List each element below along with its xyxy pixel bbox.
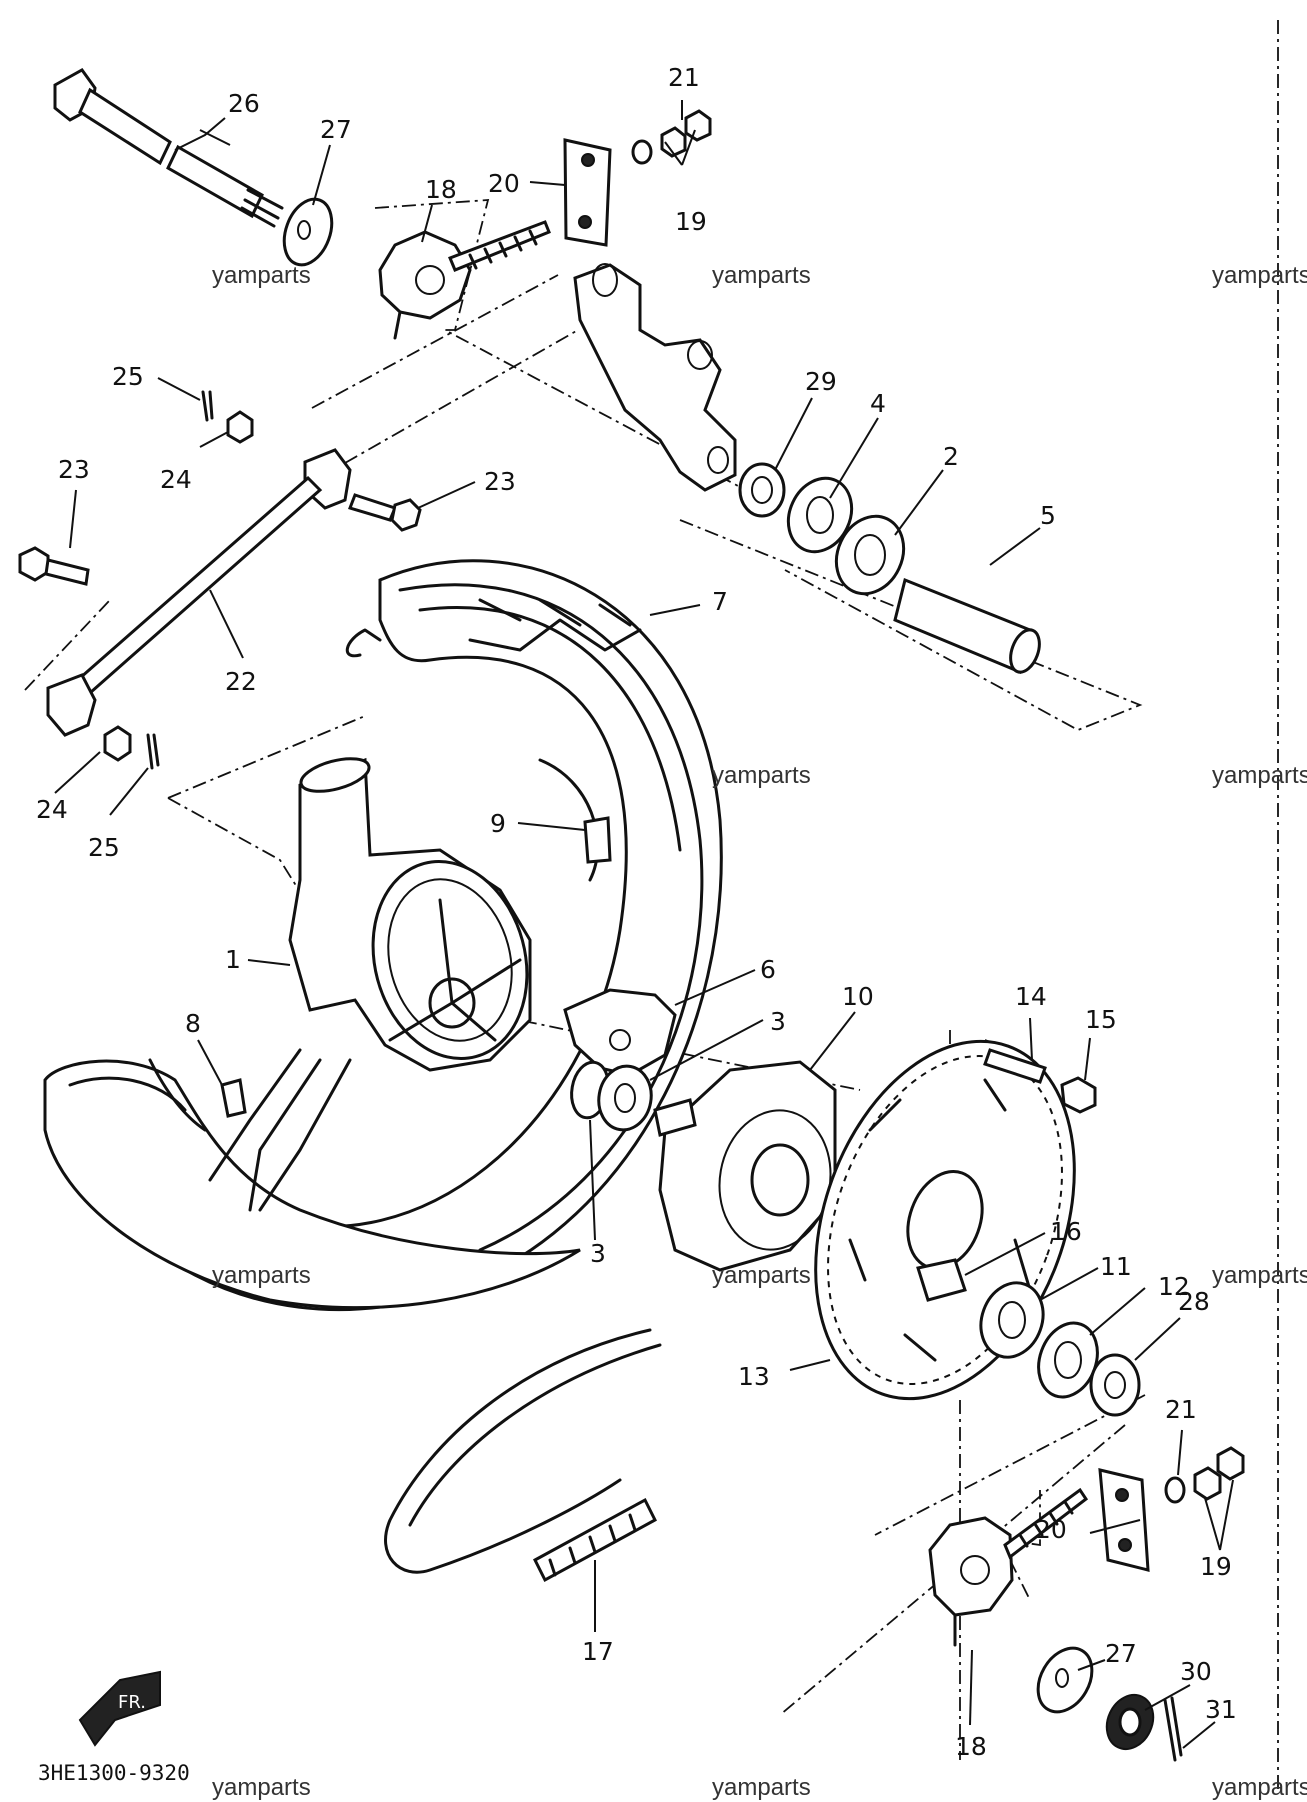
washer-27-bottom	[1036, 1646, 1094, 1714]
callout-labels: 26 27 18 20 21 19 25 24 23 23 22 24 25 2…	[36, 63, 1237, 1761]
collar-28	[1089, 1353, 1141, 1417]
nut-24-bottom	[103, 725, 132, 762]
stud-bolt-14	[983, 1048, 1047, 1084]
tire-section-front	[43, 1058, 581, 1310]
cotter-pin-25-top	[201, 390, 214, 422]
caliper-bracket	[573, 263, 737, 492]
callout-6: 6	[760, 955, 776, 984]
watermark-4: yamparts	[712, 762, 811, 789]
watermark-6: yamparts	[212, 1262, 311, 1289]
washer-nut-21-19-top	[631, 109, 712, 165]
torque-rod-22	[46, 448, 352, 737]
callout-31: 31	[1205, 1695, 1237, 1724]
watermark-7: yamparts	[712, 1262, 811, 1289]
callout-7: 7	[712, 587, 728, 616]
callout-25-bottom: 25	[88, 833, 120, 862]
leader-lines	[54, 100, 1234, 1749]
watermark-5: yamparts	[1212, 762, 1307, 789]
callout-27-top: 27	[320, 115, 352, 144]
watermark-8: yamparts	[1212, 1262, 1307, 1289]
sprocket-hub-10	[653, 1060, 837, 1272]
bearing-3-right	[597, 1064, 653, 1132]
callout-29: 29	[805, 367, 837, 396]
plate-20-top	[563, 138, 612, 247]
callout-1: 1	[225, 945, 241, 974]
chain-puller-18-top	[378, 220, 551, 340]
cotter-pin-25-bottom	[146, 733, 160, 770]
watermark-2: yamparts	[712, 262, 811, 289]
callout-3-right: 3	[770, 1007, 786, 1036]
callout-9: 9	[490, 809, 506, 838]
front-arrow-icon: FR.	[78, 1670, 161, 1747]
callout-12: 12	[1158, 1272, 1190, 1301]
callout-2: 2	[943, 442, 959, 471]
callout-23-left: 23	[58, 455, 90, 484]
callout-14: 14	[1015, 982, 1047, 1011]
callout-20-top: 20	[488, 169, 520, 198]
spacer-5	[893, 577, 1041, 675]
callout-30: 30	[1180, 1657, 1212, 1686]
balance-weight-8	[220, 1078, 247, 1118]
callout-21-bottom: 21	[1165, 1395, 1197, 1424]
callout-20-bottom: 20	[1035, 1515, 1067, 1544]
callout-19-bottom: 19	[1200, 1552, 1232, 1581]
watermark-1: yamparts	[212, 262, 311, 289]
collar-29	[738, 462, 786, 518]
bearing-2	[834, 514, 906, 596]
washer-nut-21-19-bottom	[1164, 1446, 1245, 1504]
callout-5: 5	[1040, 501, 1056, 530]
callout-18-top: 18	[425, 175, 457, 204]
bolt-23-left	[18, 546, 90, 586]
callout-8: 8	[185, 1009, 201, 1038]
nut-24-top	[226, 410, 254, 444]
front-mark: FR.	[118, 1692, 146, 1713]
callout-3-left: 3	[590, 1239, 606, 1268]
chain-puller-18-bottom	[928, 1487, 1089, 1647]
valve-9	[583, 816, 612, 864]
callout-10: 10	[842, 982, 874, 1011]
bearing-11	[979, 1281, 1045, 1359]
callout-21-top: 21	[668, 63, 700, 92]
washer-27-top	[282, 197, 334, 267]
watermarks: yamparts yamparts yamparts yamparts yamp…	[212, 262, 1307, 1801]
callout-27-bottom: 27	[1105, 1639, 1137, 1668]
callout-18-bottom: 18	[955, 1732, 987, 1761]
callout-11: 11	[1100, 1252, 1132, 1281]
callout-25-top: 25	[112, 362, 144, 391]
callout-17: 17	[582, 1637, 614, 1666]
callout-26: 26	[228, 89, 260, 118]
bolt-23-right	[348, 493, 422, 532]
wheel-hub-1	[208, 757, 600, 1212]
cotter-pin-31	[1163, 1696, 1183, 1762]
drive-chain-17	[384, 1328, 662, 1583]
watermark-3: yamparts	[1212, 262, 1307, 289]
callout-22: 22	[225, 667, 257, 696]
axle-26	[53, 68, 284, 228]
callout-24-bottom: 24	[36, 795, 68, 824]
callout-24-top: 24	[160, 465, 192, 494]
callout-15: 15	[1085, 1005, 1117, 1034]
callout-4: 4	[870, 389, 886, 418]
callout-16: 16	[1050, 1217, 1082, 1246]
plate-20-bottom	[1098, 1468, 1150, 1572]
collar-16	[916, 1258, 967, 1302]
nut-15	[1060, 1076, 1097, 1114]
callout-28: 28	[1178, 1287, 1210, 1316]
damper-6	[563, 988, 677, 1077]
watermark-10: yamparts	[712, 1774, 811, 1801]
callout-19-top: 19	[675, 207, 707, 236]
callout-13: 13	[738, 1362, 770, 1391]
watermark-9: yamparts	[212, 1774, 311, 1801]
callout-23-right: 23	[484, 467, 516, 496]
nut-30	[1105, 1693, 1155, 1751]
watermark-11: yamparts	[1212, 1774, 1307, 1801]
oil-seal-4	[786, 476, 854, 554]
diagram-code: 3HE1300-9320	[38, 1761, 190, 1785]
